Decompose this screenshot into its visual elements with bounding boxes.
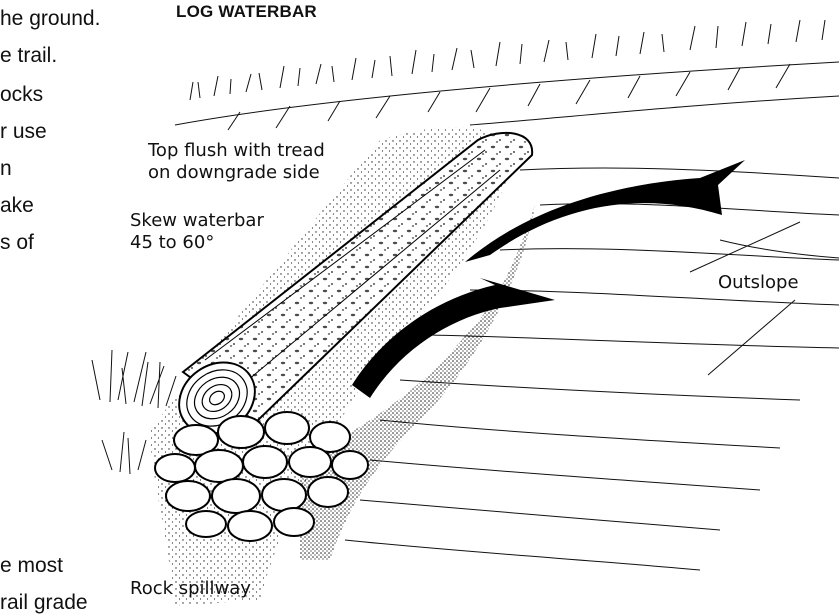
label-top-flush-line2: on downgrade side: [148, 162, 325, 184]
label-skew: Skew waterbar 45 to 60°: [130, 210, 264, 253]
label-skew-line2: 45 to 60°: [130, 232, 264, 254]
figure-title: LOG WATERBAR: [176, 2, 317, 22]
label-top-flush: Top flush with tread on downgrade side: [148, 140, 325, 183]
top-grass: [190, 20, 825, 100]
label-outslope: Outslope: [718, 272, 799, 294]
label-skew-line1: Skew waterbar: [130, 210, 264, 232]
bank-hatching: [175, 62, 839, 130]
label-top-flush-line1: Top flush with tread: [148, 140, 325, 162]
label-rock-spillway: Rock spillway: [130, 578, 251, 600]
